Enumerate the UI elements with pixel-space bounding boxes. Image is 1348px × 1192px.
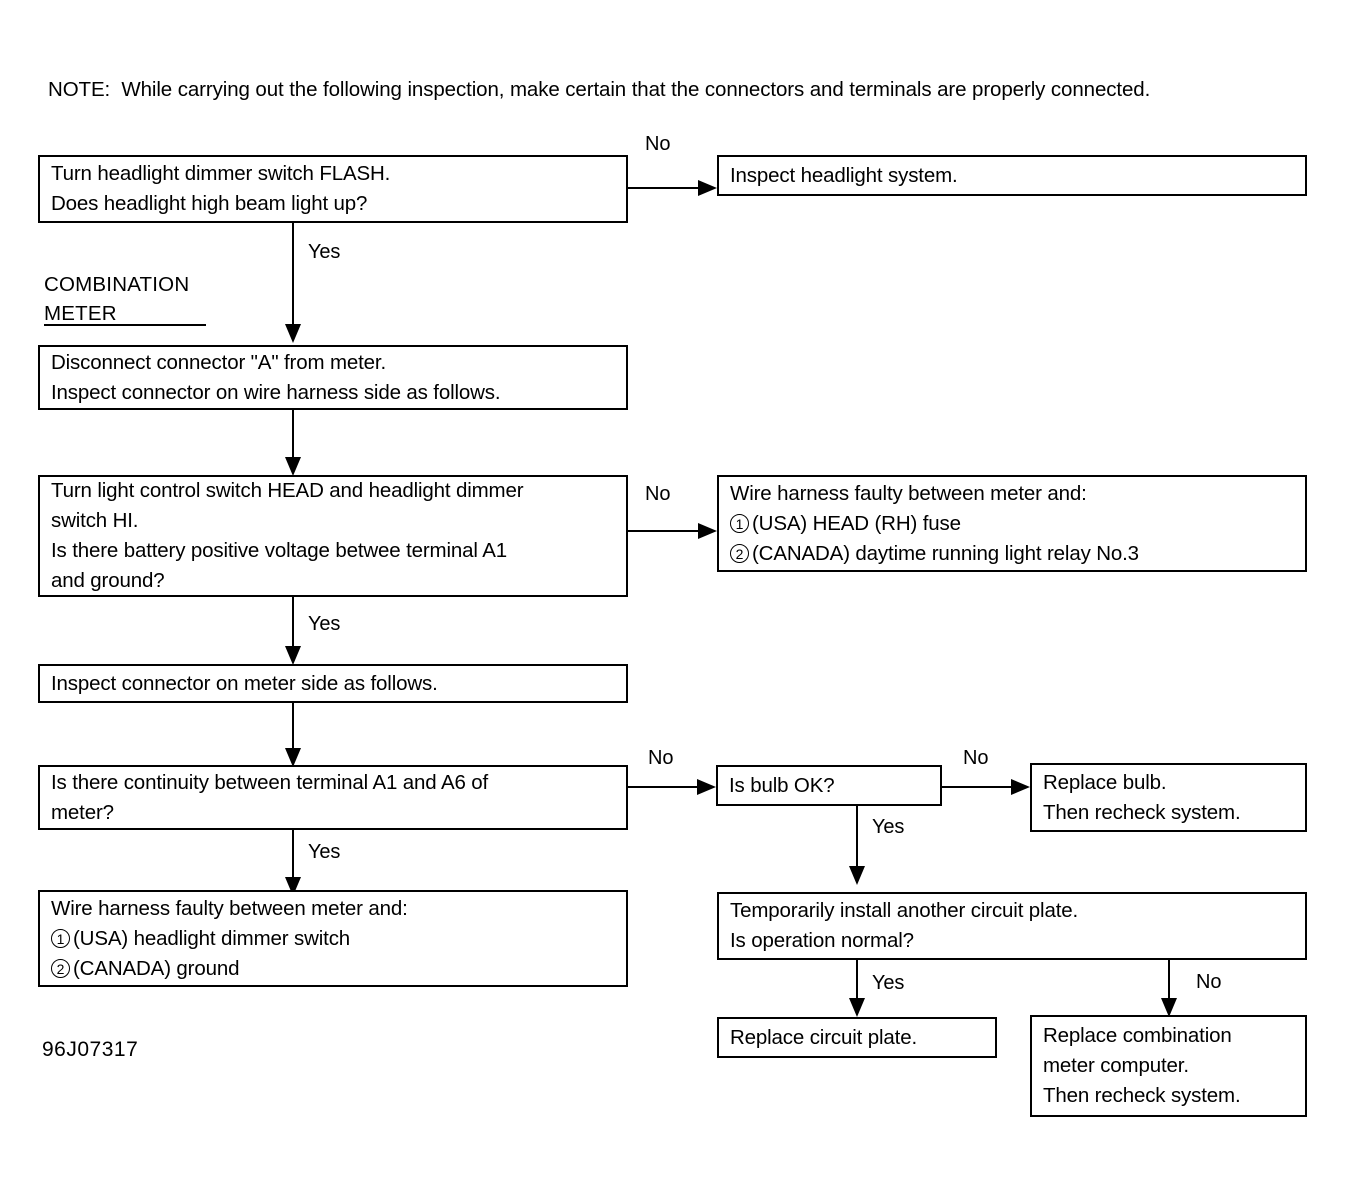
node-temporarily-install-circuit-plate[interactable]: Temporarily install another circuit plat… bbox=[717, 892, 1307, 960]
edge-arrow-no-3 bbox=[697, 778, 716, 795]
node-turn-dimmer-flash[interactable]: Turn headlight dimmer switch FLASH. Does… bbox=[38, 155, 628, 223]
node-line: meter computer. bbox=[1043, 1054, 1189, 1077]
edge-label-no-5: No bbox=[1196, 971, 1222, 993]
circled-number-icon: 1 bbox=[51, 928, 70, 948]
edge-line-3 bbox=[292, 410, 295, 460]
circled-number-icon: 2 bbox=[51, 958, 70, 978]
edge-label-no-4: No bbox=[963, 747, 989, 769]
edge-line-yes-3 bbox=[292, 830, 295, 880]
edge-arrow-yes-5 bbox=[848, 998, 865, 1017]
node-line: Replace bulb. bbox=[1043, 770, 1167, 794]
edge-label-no-2: No bbox=[645, 483, 671, 505]
node-list-item: 1(USA) HEAD (RH) fuse bbox=[719, 509, 1305, 539]
edge-line-no-3 bbox=[628, 786, 706, 789]
edge-label-yes-1: Yes bbox=[308, 241, 341, 263]
list-item-text: (USA) HEAD (RH) fuse bbox=[752, 511, 961, 535]
node-continuity-a1-a6[interactable]: Is there continuity between terminal A1 … bbox=[38, 765, 628, 830]
node-line: Replace combination bbox=[1043, 1024, 1232, 1047]
node-line: Is there continuity between terminal A1 … bbox=[51, 770, 489, 794]
node-line: Turn light control switch HEAD and headl… bbox=[51, 479, 524, 502]
edge-arrow-3 bbox=[284, 457, 301, 476]
node-line: Then recheck system. bbox=[1043, 1084, 1241, 1107]
edge-arrow-yes-2 bbox=[284, 646, 301, 665]
node-line: Temporarily install another circuit plat… bbox=[730, 899, 1079, 922]
node-line: meter? bbox=[51, 800, 114, 824]
node-line: Is operation normal? bbox=[730, 929, 914, 952]
edge-arrow-yes-4 bbox=[848, 866, 865, 885]
node-line: Then recheck system. bbox=[1043, 800, 1241, 824]
edge-line-yes-2 bbox=[292, 597, 295, 649]
edge-arrow-no-4 bbox=[1011, 778, 1030, 795]
edge-line-no-5 bbox=[1168, 960, 1171, 1000]
node-line: and ground? bbox=[51, 569, 165, 592]
list-item-text: (CANADA) ground bbox=[73, 956, 240, 980]
edge-arrow-no-2 bbox=[698, 522, 717, 539]
edge-line-no-2 bbox=[628, 530, 706, 533]
edge-arrow-6 bbox=[284, 748, 301, 767]
circled-number-icon: 1 bbox=[730, 513, 749, 533]
node-wire-harness-faulty-fuse[interactable]: Wire harness faulty between meter and: 1… bbox=[717, 475, 1307, 572]
node-inspect-connector-meter-side[interactable]: Inspect connector on meter side as follo… bbox=[38, 664, 628, 703]
edge-line-yes-5 bbox=[856, 960, 859, 1000]
edge-label-no-1: No bbox=[645, 133, 671, 155]
edge-label-yes-3: Yes bbox=[308, 841, 341, 863]
edge-line-no-4 bbox=[942, 786, 1020, 789]
list-item-text: (CANADA) daytime running light relay No.… bbox=[752, 541, 1139, 565]
edge-label-no-3: No bbox=[648, 747, 674, 769]
node-line: Disconnect connector "A" from meter. bbox=[51, 350, 387, 374]
edge-arrow-no-1 bbox=[698, 179, 717, 196]
edge-label-yes-2: Yes bbox=[308, 613, 341, 635]
edge-label-yes-5: Yes bbox=[872, 972, 905, 994]
node-line: Wire harness faulty between meter and: bbox=[51, 896, 408, 920]
node-line: Inspect connector on meter side as follo… bbox=[51, 671, 438, 695]
note-text: NOTE: While carrying out the following i… bbox=[48, 78, 1151, 101]
node-line: Does headlight high beam light up? bbox=[51, 192, 368, 215]
node-disconnect-connector-a[interactable]: Disconnect connector "A" from meter. Ins… bbox=[38, 345, 628, 410]
edge-label-yes-4: Yes bbox=[872, 816, 905, 838]
edge-line-yes-1 bbox=[292, 223, 295, 326]
edge-line-no-1 bbox=[628, 187, 706, 190]
node-line: switch HI. bbox=[51, 509, 139, 532]
circled-number-icon: 2 bbox=[730, 543, 749, 563]
node-line: Wire harness faulty between meter and: bbox=[730, 481, 1087, 505]
section-label-line1: COMBINATION bbox=[44, 273, 190, 296]
node-line: Is there battery positive voltage betwee… bbox=[51, 539, 507, 562]
node-turn-light-control-head[interactable]: Turn light control switch HEAD and headl… bbox=[38, 475, 628, 597]
section-underline bbox=[44, 324, 206, 327]
node-wire-harness-faulty-dimmer[interactable]: Wire harness faulty between meter and: 1… bbox=[38, 890, 628, 987]
node-line: Is bulb OK? bbox=[729, 773, 835, 797]
node-replace-bulb[interactable]: Replace bulb. Then recheck system. bbox=[1030, 763, 1307, 832]
node-list-item: 2(CANADA) daytime running light relay No… bbox=[719, 539, 1305, 569]
node-replace-circuit-plate[interactable]: Replace circuit plate. bbox=[717, 1017, 997, 1058]
node-line: Turn headlight dimmer switch FLASH. bbox=[51, 162, 391, 185]
edge-arrow-no-5 bbox=[1160, 998, 1177, 1017]
list-item-text: (USA) headlight dimmer switch bbox=[73, 926, 351, 950]
edge-line-6 bbox=[292, 703, 295, 751]
edge-arrow-yes-1 bbox=[284, 324, 301, 343]
node-replace-combination-meter-computer[interactable]: Replace combination meter computer. Then… bbox=[1030, 1015, 1307, 1117]
edge-line-yes-4 bbox=[856, 806, 859, 869]
figure-id: 96J07317 bbox=[42, 1038, 139, 1061]
node-is-bulb-ok[interactable]: Is bulb OK? bbox=[716, 765, 942, 806]
node-list-item: 1(USA) headlight dimmer switch bbox=[40, 924, 626, 954]
node-list-item: 2(CANADA) ground bbox=[40, 954, 626, 984]
node-line: Inspect headlight system. bbox=[730, 163, 958, 187]
node-line: Inspect connector on wire harness side a… bbox=[51, 380, 501, 404]
node-inspect-headlight-system[interactable]: Inspect headlight system. bbox=[717, 155, 1307, 196]
node-line: Replace circuit plate. bbox=[730, 1025, 917, 1049]
section-label-line2: METER bbox=[44, 302, 117, 325]
